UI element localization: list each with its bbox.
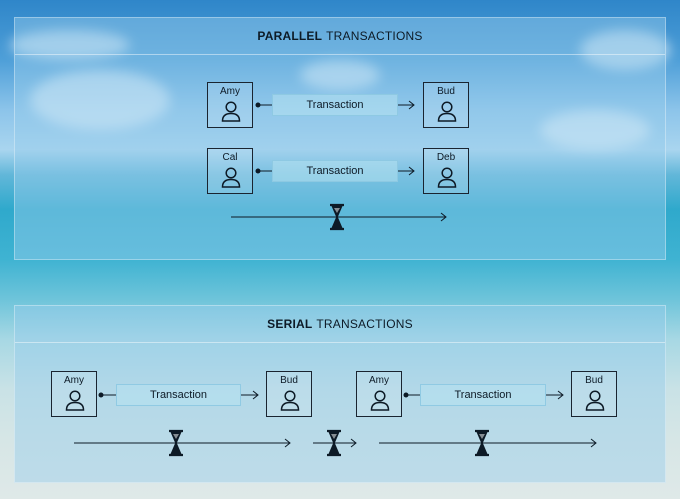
serial-group-1-sender: Amy bbox=[51, 371, 97, 417]
sender-name: Amy bbox=[369, 375, 389, 386]
receiver-name: Bud bbox=[280, 375, 298, 386]
sender-name: Cal bbox=[222, 152, 238, 163]
sender-name: Amy bbox=[220, 86, 240, 97]
receiver-name: Bud bbox=[585, 375, 603, 386]
parallel-row-1-receiver: Bud bbox=[423, 82, 469, 128]
person-icon bbox=[280, 390, 300, 411]
person-icon bbox=[221, 101, 241, 122]
person-icon bbox=[437, 167, 457, 188]
serial-group-1-transaction: Transaction bbox=[116, 384, 241, 406]
person-icon bbox=[65, 390, 85, 411]
receiver-name: Deb bbox=[436, 152, 456, 163]
serial-title-rest: TRANSACTIONS bbox=[316, 317, 413, 331]
parallel-row-2-receiver: Deb bbox=[423, 148, 469, 194]
parallel-title: PARALLEL TRANSACTIONS bbox=[15, 18, 665, 55]
serial-transactions-panel: SERIAL TRANSACTIONS bbox=[14, 305, 666, 483]
person-icon bbox=[585, 390, 605, 411]
parallel-row-2-transaction: Transaction bbox=[272, 160, 398, 182]
cloud bbox=[580, 30, 670, 70]
serial-group-2-transaction: Transaction bbox=[420, 384, 546, 406]
sender-name: Amy bbox=[64, 375, 84, 386]
serial-title: SERIAL TRANSACTIONS bbox=[15, 306, 665, 343]
cloud bbox=[540, 110, 650, 150]
person-icon bbox=[370, 390, 390, 411]
receiver-name: Bud bbox=[437, 86, 455, 97]
parallel-transactions-panel: PARALLEL TRANSACTIONS bbox=[14, 17, 666, 260]
cloud bbox=[10, 30, 130, 60]
cloud bbox=[30, 70, 170, 130]
parallel-row-1-sender: Amy bbox=[207, 82, 253, 128]
cloud bbox=[300, 60, 380, 90]
serial-group-1-receiver: Bud bbox=[266, 371, 312, 417]
parallel-title-rest: TRANSACTIONS bbox=[326, 29, 423, 43]
person-icon bbox=[221, 167, 241, 188]
parallel-row-1-transaction: Transaction bbox=[272, 94, 398, 116]
serial-title-bold: SERIAL bbox=[267, 317, 313, 331]
person-icon bbox=[437, 101, 457, 122]
parallel-title-bold: PARALLEL bbox=[257, 29, 323, 43]
parallel-row-2-sender: Cal bbox=[207, 148, 253, 194]
serial-group-2-receiver: Bud bbox=[571, 371, 617, 417]
serial-group-2-sender: Amy bbox=[356, 371, 402, 417]
